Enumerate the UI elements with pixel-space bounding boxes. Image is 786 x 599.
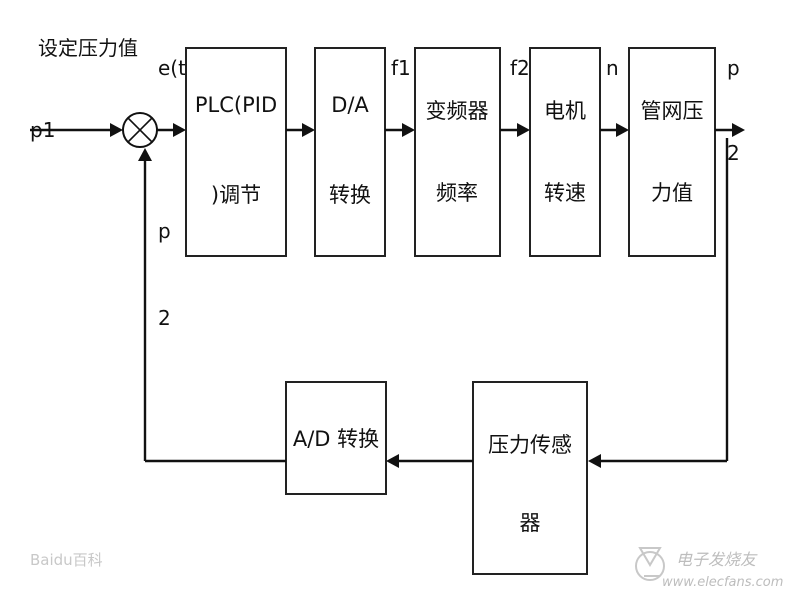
block-motor	[529, 47, 601, 257]
block-vfd-line2: 频率	[436, 181, 478, 205]
watermark-logo-icon	[635, 547, 665, 581]
signal-f1: f1	[391, 56, 411, 80]
arrow-to-vfd	[402, 123, 415, 137]
block-sensor-line2: 器	[520, 511, 541, 535]
block-vfd-line1: 变频器	[426, 99, 489, 123]
setpoint-title: 设定压力值	[38, 36, 138, 60]
block-da-line1: D/A	[331, 93, 369, 117]
block-pipe-line1: 管网压	[641, 99, 704, 123]
input-arrow	[110, 123, 123, 137]
arrow-to-motor	[517, 123, 530, 137]
block-ad-line1: A/D 转换	[293, 427, 379, 451]
watermark-right-cn: 电子发烧友	[676, 550, 758, 569]
watermark-right: 电子发烧友 www.elecfans.com	[635, 547, 783, 590]
block-plc-line1: PLC(PID	[195, 93, 277, 117]
arrow-to-da	[302, 123, 315, 137]
signal-f2: f2	[510, 56, 530, 80]
signal-p-out-sub: 2	[727, 141, 740, 165]
block-pipe-line2: 力值	[651, 181, 693, 205]
block-pipe	[628, 47, 716, 257]
block-da-line2: 转换	[329, 183, 371, 207]
signal-p-out: p	[727, 56, 740, 80]
arrow-output	[732, 123, 745, 137]
block-plc	[185, 47, 287, 257]
block-sensor-line1: 压力传感	[488, 433, 572, 457]
signal-n: n	[606, 56, 619, 80]
arrow-to-pipe	[616, 123, 629, 137]
watermark-right-en: www.elecfans.com	[662, 575, 783, 590]
arrow-to-sensor	[588, 454, 601, 468]
arrow-to-plc	[173, 123, 186, 137]
block-motor-line1: 电机	[544, 99, 586, 123]
arrow-to-ad	[386, 454, 399, 468]
signal-p-fb: p	[158, 219, 171, 243]
block-vfd	[414, 47, 501, 257]
watermark-left: Baidu百科	[30, 551, 103, 569]
block-plc-line2: )调节	[211, 183, 261, 207]
arrow-to-junction	[138, 148, 152, 161]
block-sensor	[472, 381, 588, 575]
signal-p1: p1	[30, 118, 55, 142]
block-da	[314, 47, 386, 257]
summing-junction	[122, 112, 158, 148]
block-ad	[285, 381, 387, 495]
signal-p-fb-sub: 2	[158, 306, 171, 330]
block-motor-line2: 转速	[544, 181, 586, 205]
